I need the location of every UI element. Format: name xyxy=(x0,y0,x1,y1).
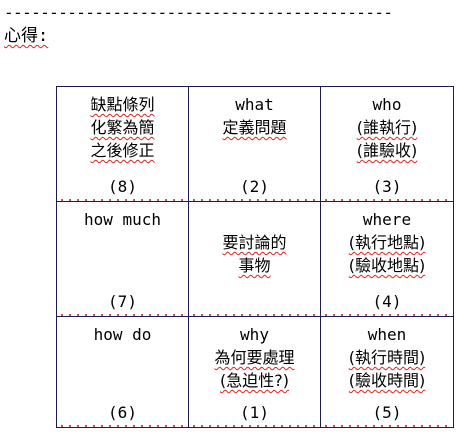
cell-7-number: (6) xyxy=(108,403,137,422)
grid-cell-8[interactable]: why 為何要處理 (急迫性?) (1) xyxy=(189,317,321,427)
cell-4-line-1: how much xyxy=(83,210,162,229)
cell-8-line-3: (急迫性?) xyxy=(220,371,289,390)
cell-4-number: (7) xyxy=(108,292,137,311)
grid-cell-1[interactable]: 缺點條列 化繁為簡 之後修正 (8) xyxy=(57,87,189,202)
cell-6-line-2: (執行地點) xyxy=(348,233,426,252)
cell-5-line-1: 要討論的 xyxy=(222,233,287,252)
cell-9-line-1: when xyxy=(367,325,407,344)
cell-1-line-1: 缺點條列 xyxy=(90,95,155,114)
cell-2-line-2: 定義問題 xyxy=(222,118,287,137)
cell-5-spacer xyxy=(189,208,320,231)
grid-cell-6[interactable]: where (執行地點) (驗收地點) (4) xyxy=(321,202,453,317)
cell-6-number: (4) xyxy=(372,292,402,311)
grid-cell-9[interactable]: when (執行時間) (驗收時間) (5) xyxy=(321,317,453,427)
cell-9-number: (5) xyxy=(372,403,402,422)
cell-9-line-2: (執行時間) xyxy=(348,348,426,367)
cell-6-line-3: (驗收地點) xyxy=(348,256,426,275)
cell-9-line-3: (驗收時間) xyxy=(348,371,426,390)
nine-grid-table: 缺點條列 化繁為簡 之後修正 (8) what 定義問題 (2) who (誰執… xyxy=(56,86,454,428)
cell-3-line-1: who xyxy=(372,95,402,114)
cell-6-line-1: where xyxy=(362,210,412,229)
cell-1-number: (8) xyxy=(108,177,137,196)
cell-7-line-1: how do xyxy=(93,325,152,344)
grid-cell-3[interactable]: who (誰執行) (誰驗收) (3) xyxy=(321,87,453,202)
cell-8-line-1: why xyxy=(240,325,269,344)
grid-cell-2[interactable]: what 定義問題 (2) xyxy=(189,87,321,202)
grid-cell-7[interactable]: how do (6) xyxy=(57,317,189,427)
cell-3-line-2: (誰執行) xyxy=(356,118,418,137)
cell-8-line-2: 為何要處理 xyxy=(214,348,295,367)
dashed-separator: ----------------------------------------… xyxy=(4,3,393,22)
cell-2-number: (2) xyxy=(240,177,269,196)
cell-3-number: (3) xyxy=(372,177,402,196)
cell-1-line-2: 化繁為簡 xyxy=(90,118,155,137)
cell-8-number: (1) xyxy=(240,403,269,422)
cell-3-line-3: (誰驗收) xyxy=(356,141,418,160)
cell-1-line-3: 之後修正 xyxy=(90,141,155,160)
grid-cell-5[interactable]: 要討論的 事物 xyxy=(189,202,321,317)
notes-heading[interactable]: 心得: xyxy=(4,26,49,46)
grid-cell-4[interactable]: how much (7) xyxy=(57,202,189,317)
cell-2-line-1: what xyxy=(235,95,274,114)
cell-5-line-2: 事物 xyxy=(238,256,271,275)
